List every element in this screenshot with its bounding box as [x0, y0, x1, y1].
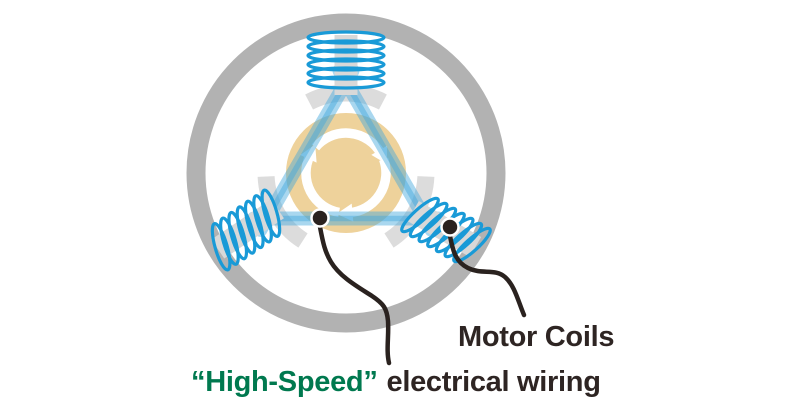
callout-line-motor-coils	[447, 233, 527, 318]
callout-dot-motor-coils	[440, 217, 460, 237]
callout-line-wiring	[317, 224, 392, 366]
callout-dot-wiring	[310, 208, 330, 228]
electrical-wiring-text: electrical wiring	[386, 366, 601, 398]
label-electrical-wiring: “High-Speed”electrical wiring	[191, 366, 601, 398]
clockwise-rotation-arrows-icon	[300, 128, 391, 222]
motor-housing-ring	[186, 13, 506, 333]
label-motor-coils: Motor Coils	[458, 321, 614, 353]
motor-coils-text: Motor Coils	[458, 321, 615, 353]
motor-coil-top	[306, 30, 386, 95]
motor-coil-bottom-left	[210, 188, 284, 272]
high-speed-text: “High-Speed”	[191, 366, 378, 398]
